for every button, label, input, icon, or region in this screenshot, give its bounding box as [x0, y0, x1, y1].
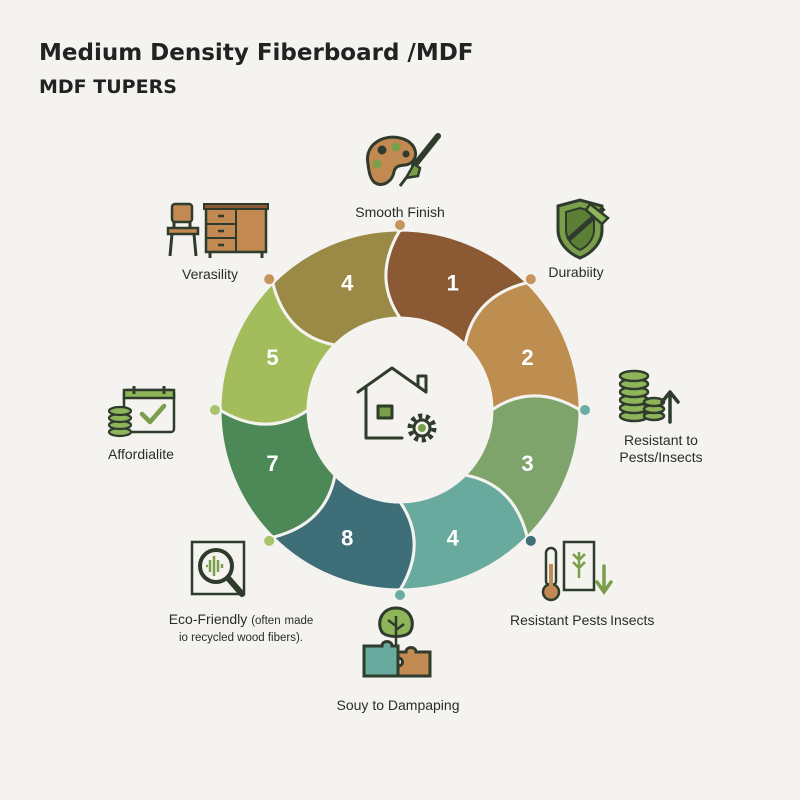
segment-number-8: 4	[341, 271, 354, 296]
connector-dot-2	[523, 272, 538, 287]
page-title: Medium Density Fiberboard /MDF	[39, 40, 474, 66]
connector-dot-8	[262, 272, 277, 287]
label-eco-note-b: made io recycled wood fibers).	[179, 615, 314, 644]
label-eco-friendly: Eco-Friendly (often made io recycled woo…	[166, 612, 316, 646]
label-resistant-pests-2: Resistant Pests Insects	[510, 612, 655, 628]
page-subtitle: MDF TUPERS	[39, 76, 177, 98]
segment-number-6: 7	[266, 451, 278, 476]
connector-dot-6	[262, 533, 277, 548]
wheel-segment-3	[461, 394, 582, 541]
coin-stack-arrow-icon	[618, 369, 680, 424]
segment-number-3: 3	[521, 451, 533, 476]
label-resistant-pests-1: Resistant to Pests/Insects	[619, 432, 703, 465]
paint-palette-brush-icon	[366, 133, 441, 187]
thermometer-document-icon	[541, 540, 613, 602]
connector-dot-3	[578, 403, 592, 417]
connector-dot-7	[208, 403, 222, 417]
label-affordability: Affordialite	[108, 446, 174, 462]
segment-number-5: 8	[341, 525, 353, 550]
house-gear-icon	[356, 366, 437, 443]
calendar-coins-check-icon	[107, 386, 176, 438]
label-eco-main: Eco-Friendly	[168, 611, 248, 627]
wheel-segment-8	[271, 228, 403, 347]
wheel-segments	[218, 228, 582, 592]
segment-number-4: 4	[447, 525, 460, 550]
label-versatility: Verasility	[182, 266, 239, 282]
connector-dot-4	[523, 533, 538, 548]
tree-puzzle-icon	[362, 606, 432, 678]
label-durability: Durabiity	[548, 264, 604, 280]
label-smooth-finish: Smooth Finish	[355, 204, 445, 220]
magnifier-soundwave-icon	[190, 540, 246, 597]
wheel-segment-7	[218, 279, 339, 426]
chair-cabinet-icon	[166, 202, 269, 258]
label-eco-note-a: (often	[251, 615, 281, 627]
segment-number-7: 5	[266, 345, 278, 370]
wheel-segment-2	[463, 281, 582, 413]
connector-dot-5	[393, 588, 407, 602]
segment-number-2: 2	[521, 345, 533, 370]
wheel-connector-dots	[208, 218, 592, 602]
wheel-segment-6	[218, 407, 337, 539]
connector-dot-1	[393, 218, 407, 232]
wheel-numbers: 1 2 3 4 8 7 5 4	[266, 271, 533, 551]
segment-number-1: 1	[447, 271, 459, 296]
wheel-segment-4	[397, 473, 529, 592]
label-dampaping: Souy to Dampaping	[336, 697, 460, 713]
wheel-segment-5	[269, 471, 416, 592]
shield-icon	[556, 198, 610, 260]
